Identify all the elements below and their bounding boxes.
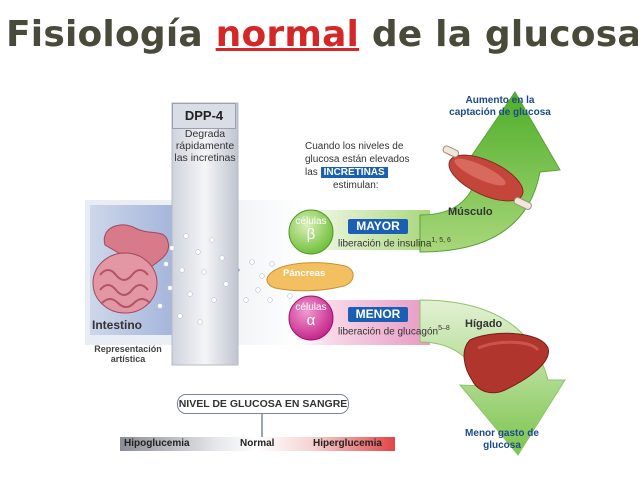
dpp4-description: Degrada rápidamente las incretinas bbox=[172, 128, 238, 164]
incretin-line: glucosa están elevados bbox=[305, 154, 410, 165]
incretin-text: Cuando los niveles de glucosa están elev… bbox=[305, 140, 435, 192]
mayor-pill: MAYOR bbox=[348, 219, 408, 234]
incretin-badge: INCRETINAS bbox=[320, 167, 388, 178]
muscle-label: Músculo bbox=[448, 206, 493, 218]
glucagon-text: liberación de glucagón5–8 bbox=[338, 325, 450, 337]
liver-caption-line: glucosa bbox=[483, 440, 521, 451]
menor-pill: MENOR bbox=[348, 307, 408, 322]
insulin-text: liberación de insulina1, 5, 6 bbox=[338, 237, 451, 249]
representation-note: Representación artística bbox=[88, 344, 168, 364]
page-title: Fisiología normal de la glucosa: bbox=[6, 14, 638, 55]
liver-illustration bbox=[463, 332, 549, 394]
muscle-caption-line: Aumento en la bbox=[465, 95, 535, 106]
title-post: de la glucosa: bbox=[359, 14, 638, 55]
legend-high: Hiperglucemia bbox=[313, 438, 382, 449]
liver-label: Hígado bbox=[465, 318, 503, 330]
insulin-ref: 1, 5, 6 bbox=[431, 237, 451, 244]
incretin-prefix: las bbox=[305, 167, 318, 178]
liver-caption: Menor gasto de glucosa bbox=[452, 428, 552, 452]
legend-normal: Normal bbox=[240, 438, 275, 449]
beta-cell bbox=[288, 209, 334, 255]
muscle-illustration bbox=[442, 145, 532, 210]
incretin-line: Cuando los niveles de bbox=[305, 141, 404, 152]
representation-line: Representación bbox=[94, 344, 162, 354]
insulin-label: liberación de insulina bbox=[338, 238, 432, 250]
beta-cell-word: células bbox=[295, 216, 327, 227]
alpha-cell bbox=[288, 295, 334, 341]
title-pre: Fisiología bbox=[6, 14, 216, 55]
dpp4-desc-line: Degrada bbox=[184, 128, 226, 140]
dpp4-label: DPP-4 bbox=[172, 103, 236, 129]
glucagon-ref: 5–8 bbox=[438, 325, 450, 332]
pancreas-illustration bbox=[266, 262, 354, 292]
pancreas-label: Páncreas bbox=[283, 268, 326, 279]
dpp4-desc-line: rápidamente bbox=[175, 140, 235, 152]
intestine-label: Intestino bbox=[92, 318, 142, 332]
alpha-cell-word: células bbox=[295, 302, 327, 313]
legend-low: Hipoglucemia bbox=[124, 438, 190, 449]
beta-cell-label: células β bbox=[292, 216, 330, 243]
incretin-suffix: estimulan: bbox=[333, 180, 379, 191]
glucose-level-bar bbox=[120, 437, 395, 451]
alpha-symbol: α bbox=[306, 312, 316, 329]
liver-caption-line: Menor gasto de bbox=[465, 428, 539, 439]
muscle-caption: Aumento en la captación de glucosa bbox=[440, 95, 560, 119]
legend-title: NIVEL DE GLUCOSA EN SANGRE bbox=[177, 394, 349, 414]
representation-line: artística bbox=[110, 354, 146, 364]
title-highlight: normal bbox=[215, 14, 360, 55]
dpp4-desc-line: las incretinas bbox=[174, 152, 236, 164]
muscle-caption-line: captación de glucosa bbox=[449, 107, 551, 118]
beta-symbol: β bbox=[306, 226, 316, 243]
intestine-illustration bbox=[92, 224, 170, 314]
glucagon-label: liberación de glucagón bbox=[338, 326, 439, 338]
alpha-cell-label: células α bbox=[292, 302, 330, 329]
